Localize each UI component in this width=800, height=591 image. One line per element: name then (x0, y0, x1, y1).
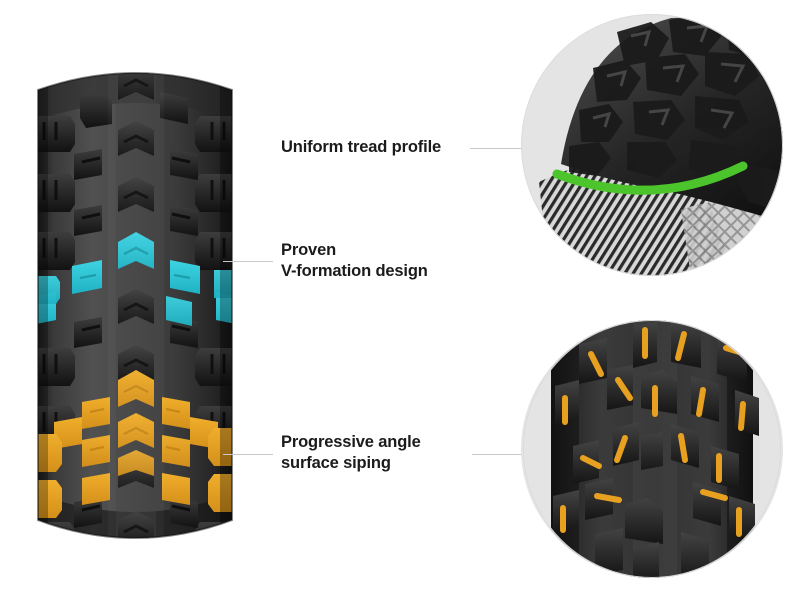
leader-line-tread-profile (470, 148, 522, 149)
callout-label-v-formation-design: Proven V-formation design (281, 241, 428, 280)
callout-label-uniform-tread-profile: Uniform tread profile (281, 138, 442, 156)
main-tire-alt: mountain-bike-tire-tread (20, 560, 21, 561)
leader-line-siping-left (223, 454, 273, 455)
inset-siping-closeup (521, 320, 783, 578)
main-tire-illustration: mountain-bike-tire-tread (20, 50, 250, 560)
callout-label-progressive-angle-surface-siping: Progressive angle surface siping (281, 433, 421, 472)
leader-line-v-formation (223, 261, 273, 262)
leader-line-siping-right (472, 454, 524, 455)
inset-tread-profile-closeup (521, 14, 783, 276)
tread-pattern (38, 73, 232, 538)
uniform-profile-arc (552, 161, 748, 195)
gold-v-formation-knobs (38, 370, 232, 518)
cyan-v-formation-knobs (38, 232, 232, 326)
